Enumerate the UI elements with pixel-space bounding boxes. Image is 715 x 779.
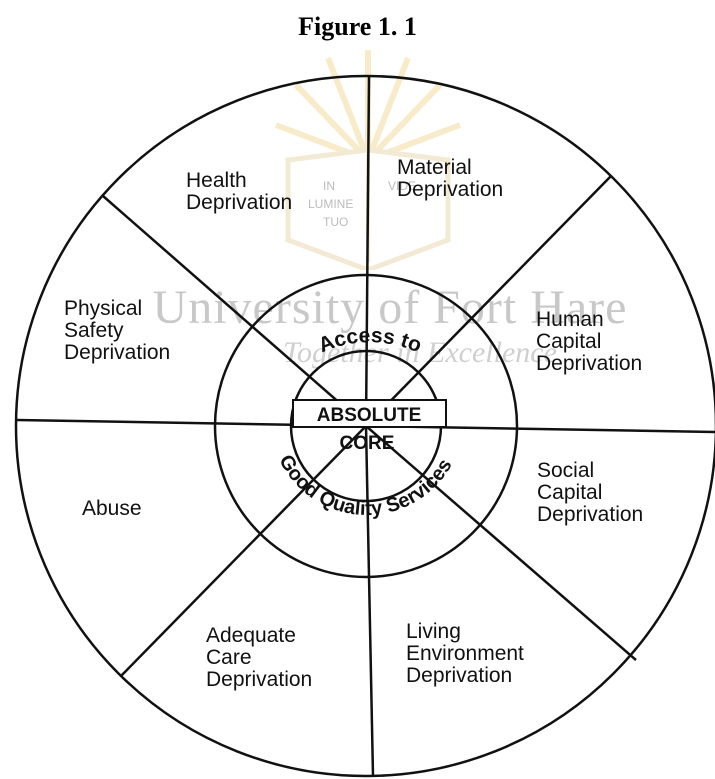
segment-living-environment-deprivation: Living Environment Deprivation [406,620,524,687]
divider-southwest [120,425,367,677]
middle-circle [213,273,519,579]
segment-health-deprivation: Health Deprivation [186,169,293,214]
segment-physical-safety-deprivation: Physical Safety Deprivation [64,297,171,364]
segment-material-deprivation: Material Deprivation [397,156,504,201]
outer-circle [14,74,715,778]
segment-human-capital-deprivation: Human Capital Deprivation [536,308,643,375]
logo-word-lumine: LUMINE [308,197,353,211]
core-label-line2: CORE [340,433,395,454]
divider-southeast [365,425,637,661]
segment-abuse: Abuse [82,497,142,520]
divider-northeast [365,175,612,427]
segment-social-capital-deprivation: Social Capital Deprivation [537,459,644,526]
core-label-line1: ABSOLUTE [317,405,422,426]
watermark-subtext: Together in Excellence [283,336,557,369]
divider-south [364,425,375,777]
logo-word-vide: VIDE [388,179,416,193]
logo-word-tuo: TUO [323,215,348,229]
absolute-core-box [292,399,447,428]
divider-north [364,75,371,427]
divider-northwest [102,195,367,427]
figure-title: Figure 1. 1 [298,12,417,41]
logo-word-in: IN [323,179,335,193]
segment-adequate-care-deprivation: Adequate Care Deprivation [206,624,313,691]
